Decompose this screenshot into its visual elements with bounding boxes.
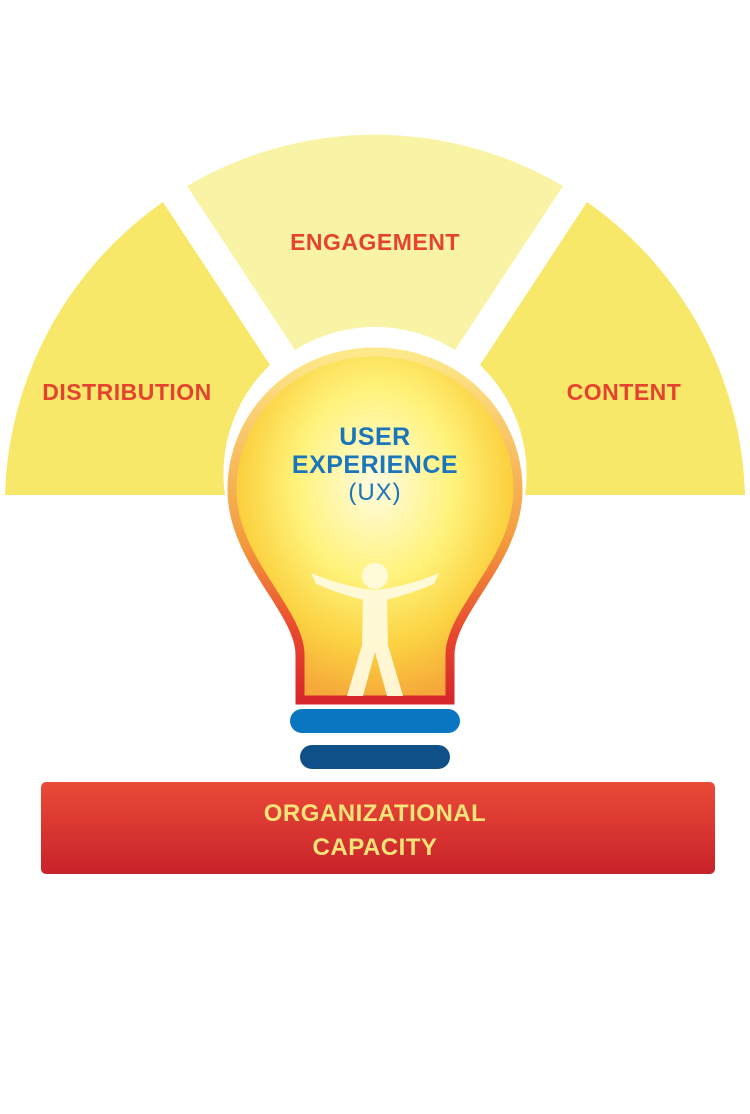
bulb-base-upper (290, 709, 460, 733)
label-content: CONTENT (567, 379, 682, 405)
label-capacity: CAPACITY (313, 834, 438, 861)
segment-engagement (187, 134, 563, 350)
label-experience: EXPERIENCE (292, 451, 458, 479)
label-organizational: ORGANIZATIONAL (264, 800, 487, 827)
segment-content (480, 202, 745, 495)
label-distribution: DISTRIBUTION (42, 379, 212, 405)
lightbulb-glass (227, 347, 523, 705)
foundation-bar (41, 782, 715, 874)
arc-segments (5, 134, 745, 495)
label-user: USER (339, 423, 410, 451)
label-engagement: ENGAGEMENT (290, 229, 460, 255)
person-icon (311, 563, 439, 696)
segment-distribution (5, 202, 270, 495)
bulb-base-lower (300, 745, 450, 769)
label-ux: (UX) (348, 479, 401, 506)
